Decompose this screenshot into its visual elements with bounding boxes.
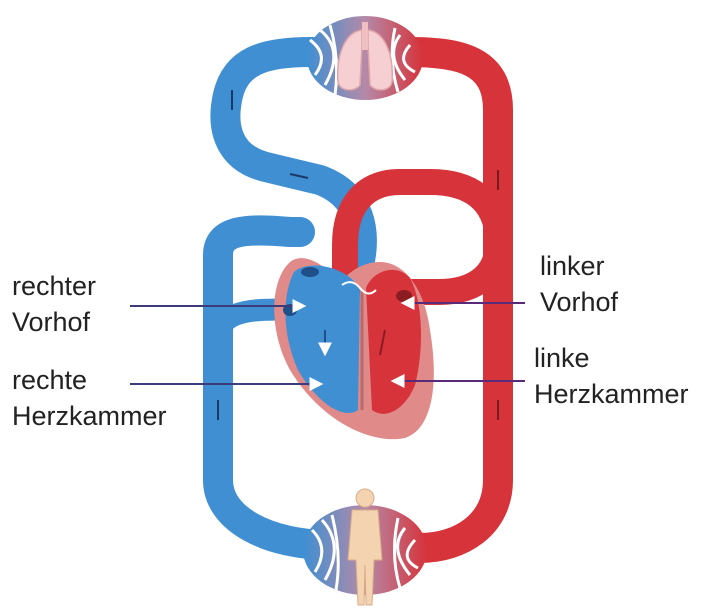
label-left-atrium-line1: linker <box>540 248 618 284</box>
heart <box>274 258 434 439</box>
label-right-atrium: rechter Vorhof <box>12 268 96 340</box>
label-right-atrium-line2: Vorhof <box>12 304 96 340</box>
label-left-atrium-line2: Vorhof <box>540 284 618 320</box>
label-right-ventricle-line1: rechte <box>12 362 167 398</box>
label-right-atrium-line1: rechter <box>12 268 96 304</box>
label-left-ventricle-line2: Herzkammer <box>534 376 689 412</box>
label-right-ventricle-line2: Herzkammer <box>12 398 167 434</box>
right-heart-chambers <box>285 266 360 414</box>
label-left-atrium: linker Vorhof <box>540 248 618 320</box>
label-right-ventricle: rechte Herzkammer <box>12 362 167 434</box>
label-left-ventricle: linke Herzkammer <box>534 340 689 412</box>
label-left-ventricle-line1: linke <box>534 340 689 376</box>
